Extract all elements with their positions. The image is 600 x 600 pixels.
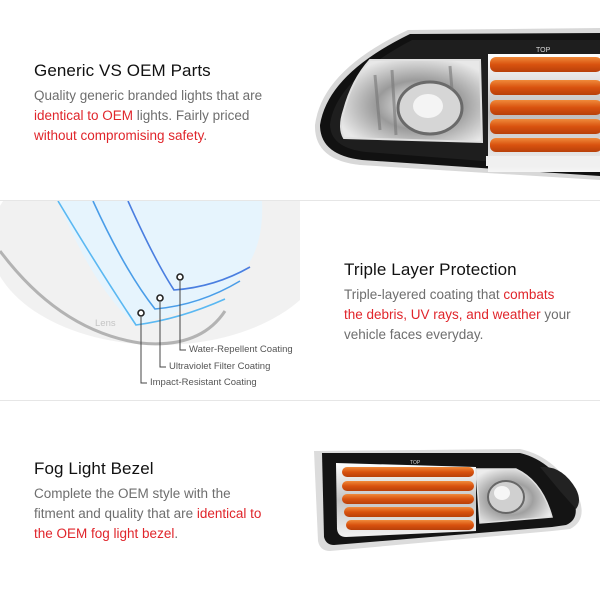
highlight-text: combats the debris, UV rays, and weather (344, 287, 555, 322)
top-label: TOP (410, 460, 421, 466)
section-divider (0, 400, 600, 401)
section-description: Triple-layered coating that combats the … (344, 287, 571, 342)
top-label: TOP (536, 47, 551, 54)
coating-layers-diagram (0, 201, 300, 384)
turn-signal-light-image: TOP (314, 28, 600, 180)
water-repellent-caption: Water-Repellent Coating (189, 344, 293, 355)
section-fog-light-bezel: Fog Light Bezel Complete the OEM style w… (0, 401, 600, 600)
section-title: Generic VS OEM Parts (34, 61, 211, 80)
section-triple-layer: Lens Water-Repellent Coating Ultraviolet… (0, 201, 600, 400)
uv-filter-caption: Ultraviolet Filter Coating (169, 361, 271, 372)
lens-label: Lens (95, 318, 116, 329)
water-repellent-marker-icon (176, 273, 184, 281)
section-title: Fog Light Bezel (34, 459, 154, 478)
section-generic-vs-oem: Generic VS OEM Parts Quality generic bra… (0, 0, 600, 200)
section-description: Complete the OEM style with the fitment … (34, 486, 262, 541)
highlight-text: identical to OEM (34, 108, 134, 123)
highlight-text: without compromising safety (34, 128, 204, 143)
fog-light-bezel-image: TOP (314, 449, 582, 551)
section-divider (0, 200, 600, 201)
impact-resistant-marker-icon (137, 309, 145, 317)
uv-filter-marker-icon (156, 294, 164, 302)
highlight-text: identical to the OEM fog light bezel (34, 506, 262, 541)
impact-resistant-caption: Impact-Resistant Coating (150, 377, 257, 388)
section-title: Triple Layer Protection (344, 260, 517, 279)
section-description: Quality generic branded lights that are … (34, 88, 263, 143)
